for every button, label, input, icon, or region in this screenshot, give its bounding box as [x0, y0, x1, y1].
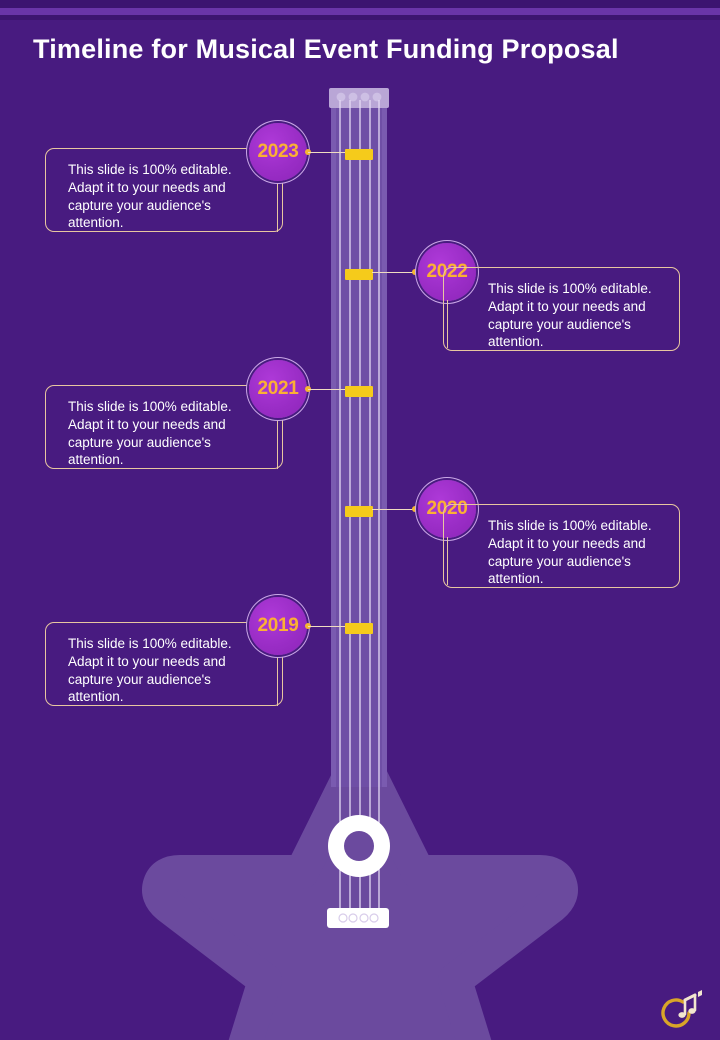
timeline-dot-2020	[412, 506, 418, 512]
timeline-text-2022: This slide is 100% editable. Adapt it to…	[443, 267, 680, 351]
timeline-stub-2022	[447, 300, 448, 348]
timeline-connector-2019	[308, 626, 348, 627]
guitar-neck-edge-left	[331, 97, 336, 787]
timeline-text-2020: This slide is 100% editable. Adapt it to…	[443, 504, 680, 588]
music-note-circle-logo-icon	[661, 990, 702, 1028]
top-accent-bar-light	[0, 8, 720, 15]
fret-marker-2022	[345, 269, 373, 280]
timeline-stub-2019	[277, 654, 278, 706]
timeline-connector-2021	[308, 389, 348, 390]
timeline-connector-2020	[372, 509, 414, 510]
guitar-headstock	[329, 88, 389, 108]
top-accent-bar-dark	[0, 0, 720, 8]
guitar-neck	[331, 97, 387, 787]
timeline-badge-2021[interactable]: 2021	[249, 360, 307, 418]
guitar-sound-hole	[328, 815, 390, 877]
fret-marker-2019	[345, 623, 373, 634]
guitar-bridge	[327, 908, 389, 928]
timeline-dot-2022	[412, 269, 418, 275]
timeline-badge-2023[interactable]: 2023	[249, 123, 307, 181]
guitar-neck-edge-right	[382, 97, 387, 787]
timeline-text-2019: This slide is 100% editable. Adapt it to…	[45, 622, 283, 706]
timeline-connector-2023	[308, 152, 348, 153]
timeline-text-2023: This slide is 100% editable. Adapt it to…	[45, 148, 283, 232]
fret-marker-2023	[345, 149, 373, 160]
timeline-badge-2019[interactable]: 2019	[249, 597, 307, 655]
timeline-text-2021: This slide is 100% editable. Adapt it to…	[45, 385, 283, 469]
fret-marker-2020	[345, 506, 373, 517]
guitar-body-star	[142, 738, 578, 1040]
timeline-stub-2023	[277, 180, 278, 232]
timeline-stub-2020	[447, 537, 448, 585]
timeline-connector-2022	[372, 272, 414, 273]
fret-marker-2021	[345, 386, 373, 397]
top-accent-bar-dark-2	[0, 15, 720, 20]
timeline-stub-2021	[277, 417, 278, 469]
page-title: Timeline for Musical Event Funding Propo…	[33, 34, 619, 64]
